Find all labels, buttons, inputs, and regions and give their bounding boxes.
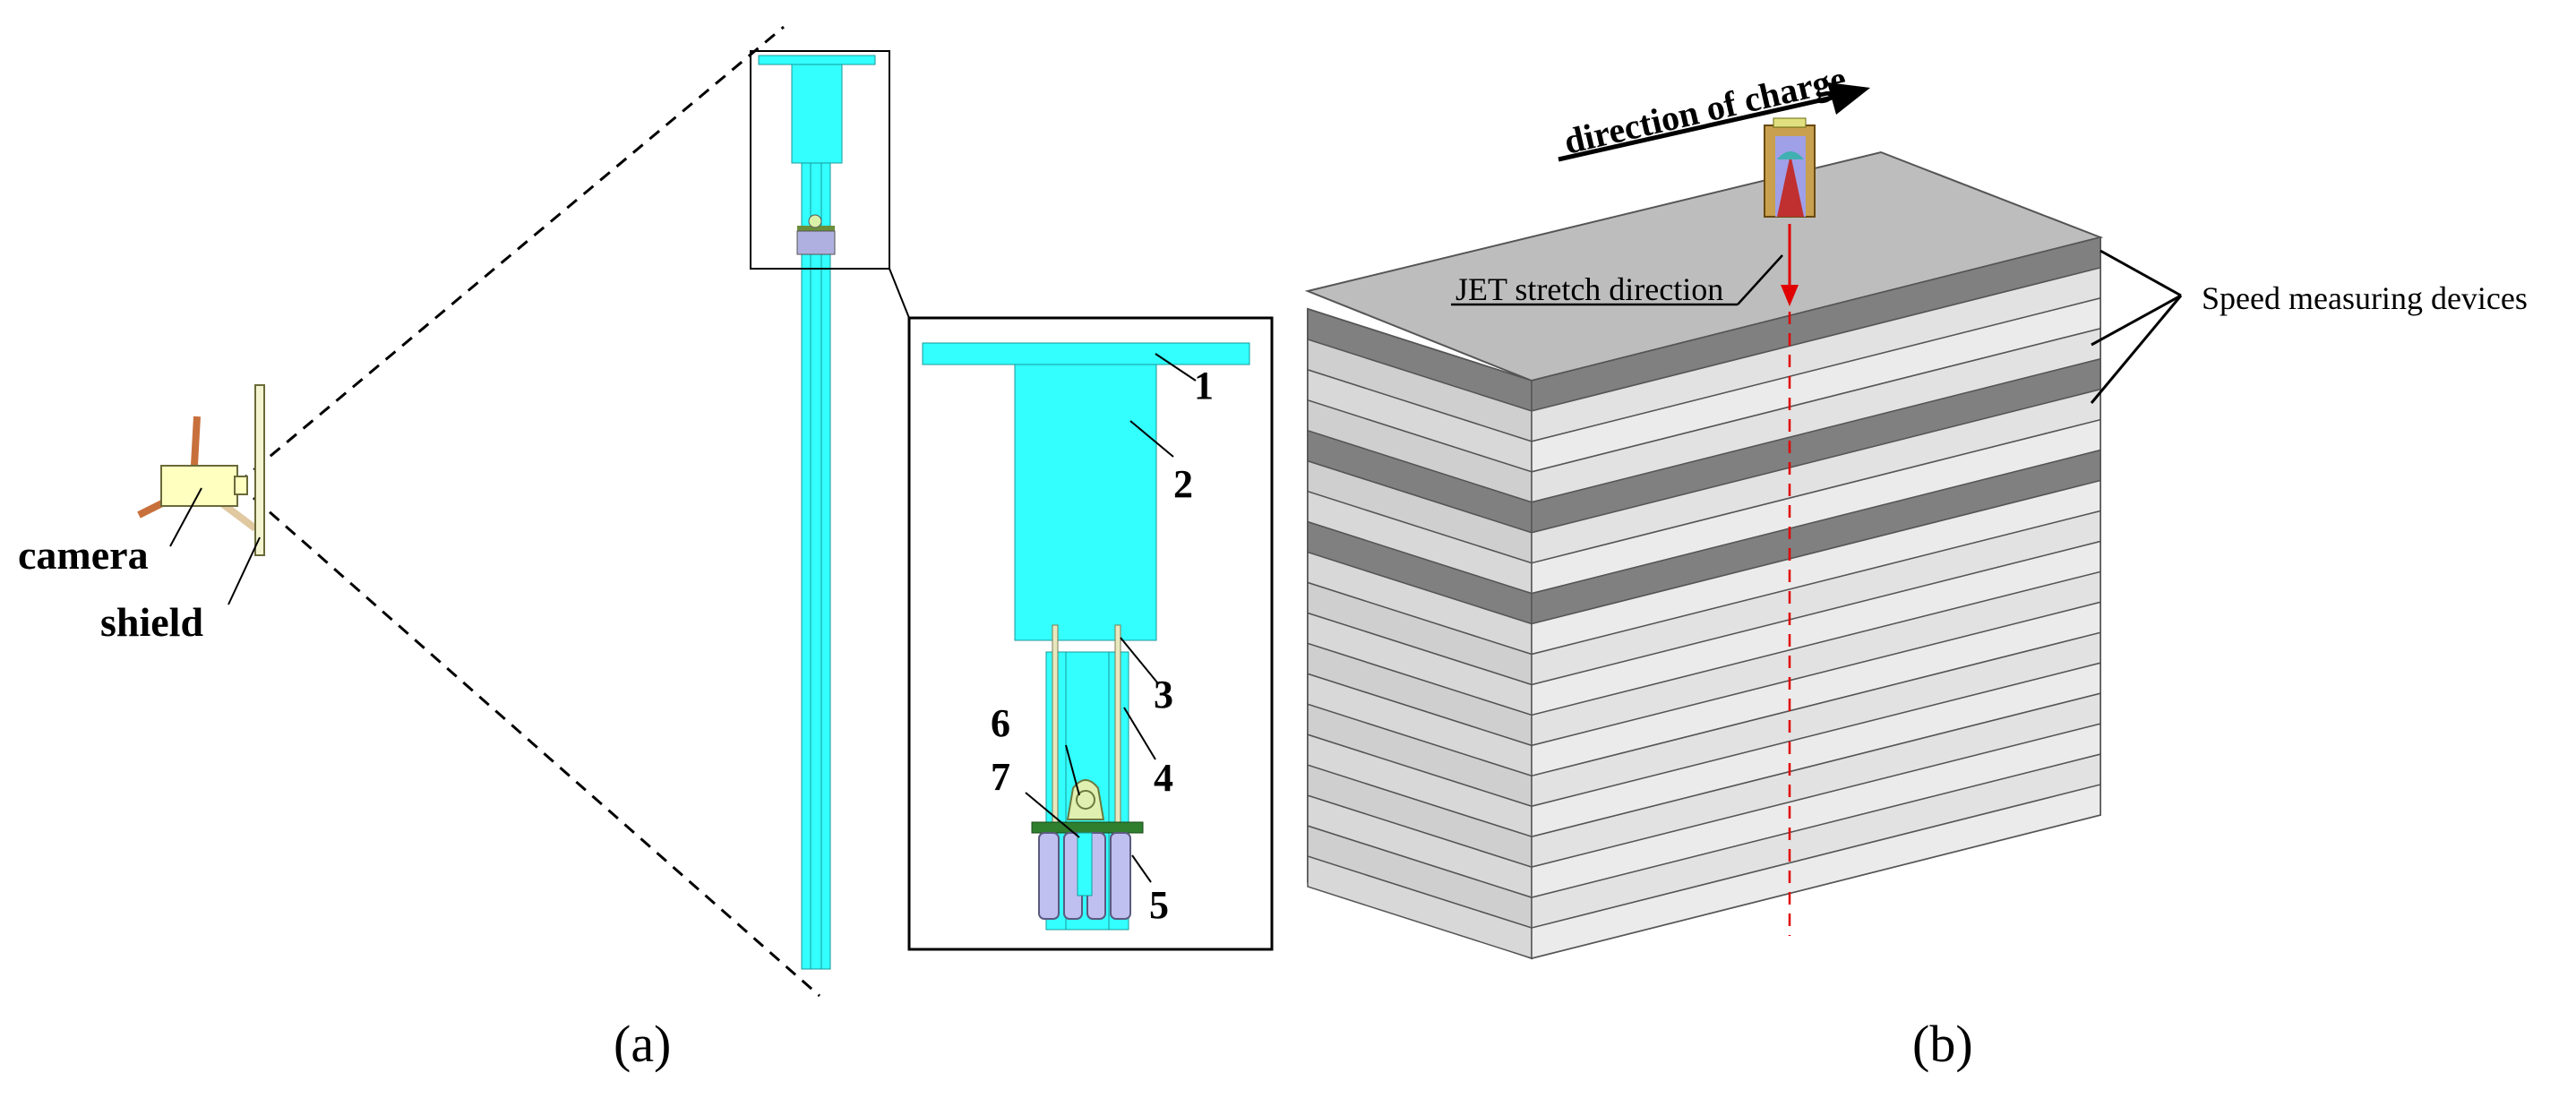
- block-layers: [1307, 236, 2101, 960]
- caption-b: (b): [1912, 1015, 1973, 1073]
- part-7-spring: [1077, 832, 1093, 896]
- jet-stretch-label: JET stretch direction: [1455, 271, 1723, 307]
- jet-arrow-head: [1781, 285, 1799, 306]
- part-3-rod-right: [1114, 624, 1121, 832]
- part-number-7: 7: [991, 755, 1010, 799]
- zoom-connector: [889, 268, 910, 319]
- shield-leader: [228, 536, 261, 605]
- part-1-plate: [922, 342, 1250, 365]
- part-6-clamp: [1066, 779, 1105, 820]
- part-number-4: 4: [1154, 756, 1173, 800]
- panel-a: camera shield: [18, 25, 1274, 1073]
- part-number-2: 2: [1173, 462, 1193, 506]
- speed-leaders: [2090, 249, 2183, 404]
- fov-line-bottom: [236, 482, 820, 998]
- camera-leader: [169, 487, 202, 547]
- part-number-5: 5: [1149, 883, 1169, 927]
- panel-b: direction of charge JET stretch directio…: [1304, 58, 2528, 1073]
- zoom-box-detail: 1 2 3 4 5 6 7: [907, 316, 1274, 951]
- shield-label: shield: [100, 599, 203, 645]
- part-number-6: 6: [991, 701, 1010, 745]
- part-5-plate: [1031, 821, 1144, 834]
- shield-plate: [254, 384, 265, 556]
- shaped-charge-icon: [1764, 117, 1816, 218]
- camera-icon: [137, 416, 258, 532]
- caption-a: (a): [614, 1015, 671, 1073]
- part-2-block: [1014, 364, 1157, 641]
- block-layer-side: [1531, 784, 2101, 959]
- part-3-rod-left: [1052, 624, 1059, 832]
- fov-line-top: [236, 25, 785, 485]
- speed-measuring-label: Speed measuring devices: [2202, 280, 2528, 316]
- camera-label: camera: [18, 532, 149, 578]
- jet-label-group: JET stretch direction: [1451, 254, 1783, 307]
- zoom-box-small: [750, 50, 890, 270]
- part-number-3: 3: [1154, 673, 1173, 716]
- tower-assembly: [758, 55, 876, 970]
- direction-arrow: [1558, 82, 1870, 162]
- part-number-1: 1: [1194, 364, 1214, 407]
